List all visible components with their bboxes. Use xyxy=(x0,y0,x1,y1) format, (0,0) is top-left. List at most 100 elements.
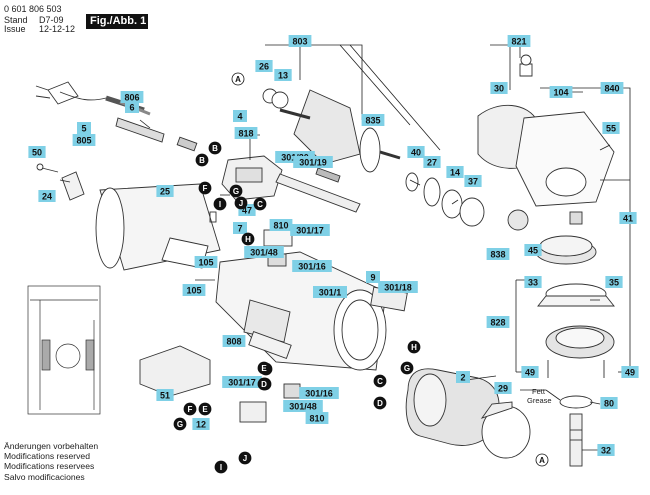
cable-guard xyxy=(115,117,165,143)
marker-a: A xyxy=(535,453,549,467)
part-label-301-17: 301/17 xyxy=(290,224,330,236)
part-label-35: 35 xyxy=(605,276,623,288)
part-label-301-1: 301/1 xyxy=(313,286,347,298)
marker-b: B xyxy=(195,153,209,167)
part-label-818: 818 xyxy=(234,127,258,139)
svg-text:G: G xyxy=(404,364,410,373)
svg-text:24: 24 xyxy=(42,192,52,202)
svg-text:104: 104 xyxy=(553,88,568,98)
svg-text:301/16: 301/16 xyxy=(305,389,333,399)
part-label-9: 9 xyxy=(366,271,380,283)
svg-text:105: 105 xyxy=(198,258,213,268)
part-label-32: 32 xyxy=(597,444,615,456)
svg-text:29: 29 xyxy=(498,384,508,394)
part-label-2: 2 xyxy=(456,371,470,383)
svg-text:F: F xyxy=(188,405,193,414)
letter-markers: ABCDEFGHIJBAHGCDHEDGFIJ xyxy=(173,72,549,474)
part-label-5: 5 xyxy=(77,122,91,134)
svg-text:35: 35 xyxy=(609,278,619,288)
svg-text:13: 13 xyxy=(278,71,288,81)
marker-f: F xyxy=(198,181,212,195)
svg-text:50: 50 xyxy=(32,148,42,158)
svg-text:7: 7 xyxy=(237,224,242,234)
svg-text:12: 12 xyxy=(196,420,206,430)
grease-label-line1: Fett xyxy=(532,387,546,396)
part-label-835: 835 xyxy=(361,114,385,126)
gear-housing xyxy=(477,54,615,207)
svg-text:A: A xyxy=(235,75,241,84)
svg-text:4: 4 xyxy=(237,112,242,122)
svg-text:2: 2 xyxy=(460,373,465,383)
part-label-12: 12 xyxy=(192,418,210,430)
svg-text:J: J xyxy=(239,199,243,208)
wiring-schematic xyxy=(27,285,101,415)
armature-835 xyxy=(279,89,401,173)
marker-g: G xyxy=(229,184,243,198)
svg-text:B: B xyxy=(199,156,205,165)
svg-text:H: H xyxy=(411,343,417,352)
part-label-33: 33 xyxy=(524,276,542,288)
part-label-806: 806 xyxy=(120,91,144,103)
clip-24 xyxy=(61,171,85,201)
marker-i: I xyxy=(214,460,228,474)
part-label-49: 49 xyxy=(621,366,639,378)
grease-label-line2: Grease xyxy=(527,396,552,405)
marker-j: J xyxy=(238,451,252,465)
svg-text:5: 5 xyxy=(81,124,86,134)
marker-j: J xyxy=(234,196,248,210)
stand-value: D7-09 xyxy=(39,15,64,25)
svg-text:E: E xyxy=(261,364,267,373)
part-label-301-16: 301/16 xyxy=(299,387,339,399)
svg-text:30: 30 xyxy=(494,84,504,94)
doc-number: 0 601 806 503 xyxy=(4,4,62,14)
part-label-301-18: 301/18 xyxy=(378,281,418,293)
part-label-301-16: 301/16 xyxy=(292,260,332,272)
svg-text:55: 55 xyxy=(606,124,616,134)
marker-a: A xyxy=(231,72,245,86)
svg-text:301/17: 301/17 xyxy=(228,378,256,388)
svg-text:37: 37 xyxy=(468,177,478,187)
part-label-6: 6 xyxy=(125,101,139,113)
part-label-7: 7 xyxy=(233,222,247,234)
svg-text:C: C xyxy=(377,377,383,386)
svg-text:41: 41 xyxy=(623,214,633,224)
svg-text:47: 47 xyxy=(242,206,252,216)
part-label-821: 821 xyxy=(507,35,531,47)
svg-text:810: 810 xyxy=(309,414,324,424)
footer-line: Modifications reservees xyxy=(4,461,95,472)
svg-text:6: 6 xyxy=(129,103,134,113)
svg-text:D: D xyxy=(377,399,383,408)
svg-text:G: G xyxy=(233,187,239,196)
part-label-105: 105 xyxy=(182,284,206,296)
svg-text:51: 51 xyxy=(160,391,170,401)
svg-text:I: I xyxy=(219,200,221,209)
part-label-51: 51 xyxy=(156,389,174,401)
svg-text:E: E xyxy=(202,405,208,414)
marker-g: G xyxy=(173,417,187,431)
marker-b: B xyxy=(208,141,222,155)
svg-text:818: 818 xyxy=(238,129,253,139)
part-label-301-48: 301/48 xyxy=(283,400,323,412)
svg-text:301/18: 301/18 xyxy=(384,283,412,293)
parts-drawing xyxy=(27,54,615,467)
marker-c: C xyxy=(253,197,267,211)
svg-text:808: 808 xyxy=(226,337,241,347)
part-label-805: 805 xyxy=(72,134,96,146)
svg-text:80: 80 xyxy=(604,399,614,409)
svg-text:I: I xyxy=(220,463,222,472)
part-label-4: 4 xyxy=(233,110,247,122)
svg-text:G: G xyxy=(177,420,183,429)
svg-text:D: D xyxy=(261,380,267,389)
part-label-80: 80 xyxy=(600,397,618,409)
svg-text:J: J xyxy=(243,454,247,463)
part-label-301-19: 301/19 xyxy=(293,156,333,168)
part-label-41: 41 xyxy=(619,212,637,224)
screw-50 xyxy=(36,163,59,173)
part-label-301-48: 301/48 xyxy=(244,246,284,258)
svg-text:821: 821 xyxy=(511,37,526,47)
svg-text:301/48: 301/48 xyxy=(289,402,317,412)
svg-text:810: 810 xyxy=(273,221,288,231)
marker-e: E xyxy=(257,361,271,375)
svg-text:838: 838 xyxy=(490,250,505,260)
